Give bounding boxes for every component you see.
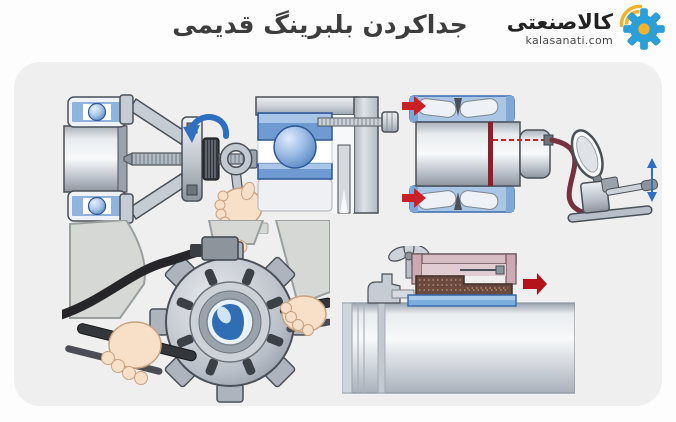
puller-arms [119, 94, 187, 224]
shaft [342, 302, 575, 394]
page-title: جداکردن بلبرینگ قدیمی [172, 10, 468, 39]
gear-icon [619, 4, 665, 50]
hands-holding-tool-illustration [62, 220, 330, 403]
shaft-shoulder-bracket [367, 273, 415, 304]
red-arrow-icon [402, 96, 426, 208]
rotation-arrow-icon [183, 114, 229, 143]
oil-injection-illustration [402, 95, 658, 223]
bearing-cross-section [257, 112, 333, 212]
site-logo[interactable]: کالاصنعتی kalasanati.com [507, 3, 670, 55]
puller-body [411, 253, 517, 285]
tool-slots [176, 268, 284, 376]
gear-hub [638, 23, 650, 35]
spherical-roller-bearing [409, 95, 551, 213]
red-arrow-icon [523, 273, 547, 295]
power-cable [62, 236, 239, 320]
logo-brand: کالاصنعتی [506, 10, 613, 34]
pump-handle [605, 178, 658, 196]
gear-body [623, 8, 665, 50]
right-hand-on-handle [279, 295, 330, 336]
illustration-card [14, 62, 662, 406]
bearing-housing-cross-section-illustration [255, 96, 399, 214]
logo-website: kalasanati.com [525, 34, 613, 47]
pressure-gauge [570, 129, 604, 187]
hydraulic-pump [567, 129, 658, 223]
bearing-puller-illustration [63, 94, 269, 234]
left-arm-sleeve [69, 220, 146, 319]
pump-handle-arrows-icon [647, 158, 657, 202]
withdrawal-sleeve-illustration [342, 246, 575, 394]
logo-text: کالاصنعتی kalasanati.com [506, 10, 613, 47]
fixing-bolt [317, 111, 399, 133]
left-hand-on-handle [65, 321, 197, 385]
sleeve-blue-ring [407, 294, 517, 307]
housing [255, 96, 379, 214]
pulled-bearing [63, 96, 128, 222]
knurled-nut [202, 137, 220, 181]
knurled-thread-ring [415, 275, 513, 296]
